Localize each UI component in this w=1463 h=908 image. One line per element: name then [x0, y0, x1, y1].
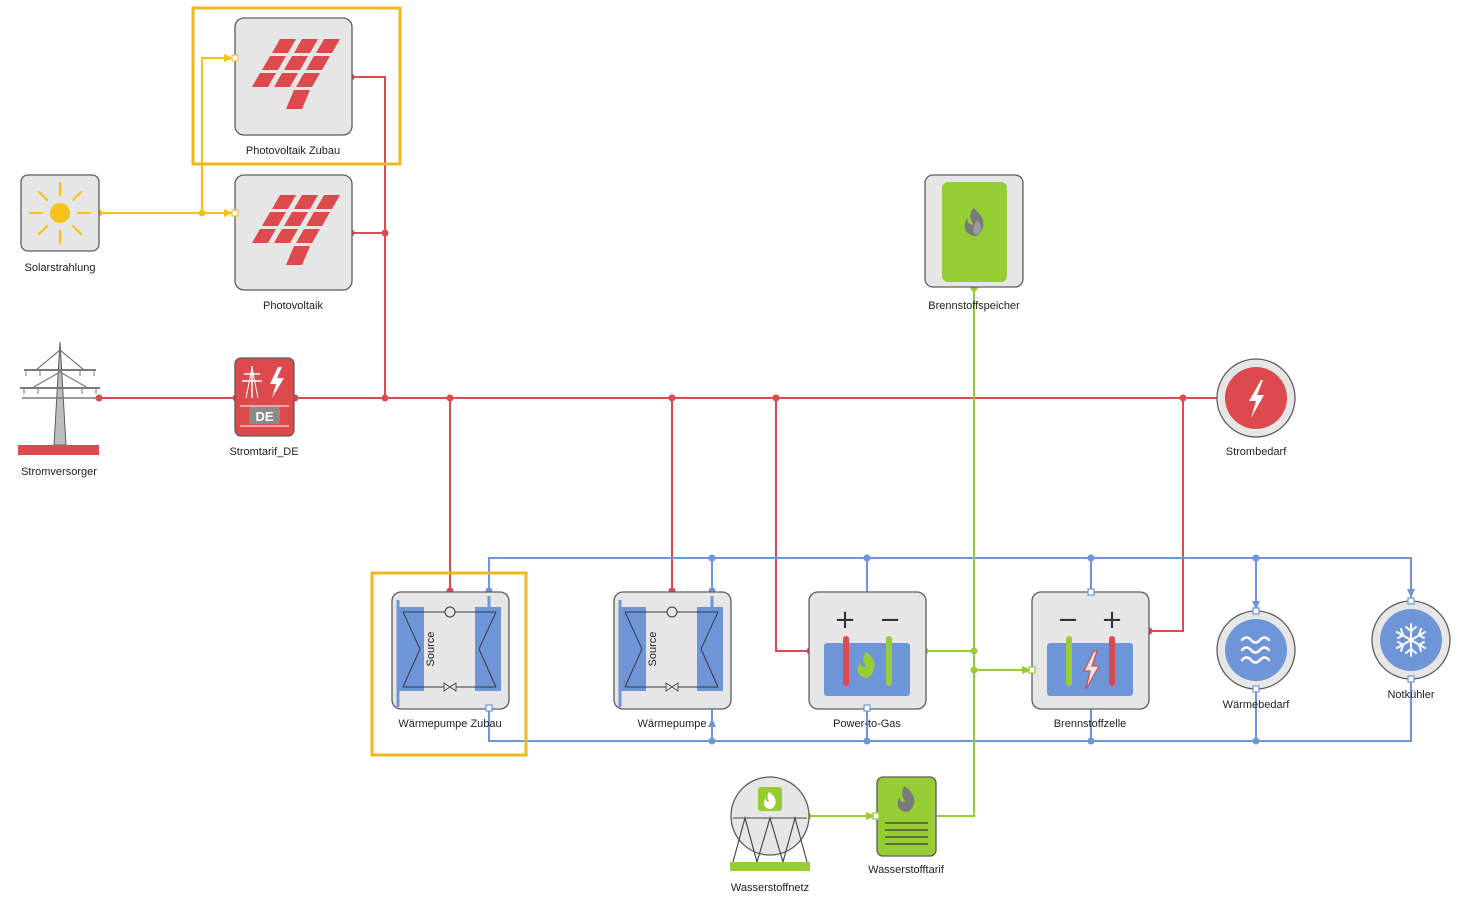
block-label: Wasserstofftarif — [868, 864, 945, 876]
block-fuel-storage[interactable]: Brennstoffspeicher — [924, 174, 1024, 312]
solar-connections — [99, 57, 233, 214]
terminal-minus: − — [879, 605, 901, 635]
block-grid[interactable]: Stromversorger — [18, 341, 100, 478]
solar-panel-icon — [252, 39, 340, 109]
block-label: Photovoltaik Zubau — [246, 145, 340, 157]
block-hp-zubau[interactable]: Source Wärmepumpe Zubau — [391, 591, 510, 730]
block-hp[interactable]: Source Wärmepumpe — [613, 591, 732, 730]
block-heat-demand[interactable]: Wärmebedarf — [1216, 607, 1296, 711]
block-cooler[interactable]: Notkühler — [1371, 597, 1451, 701]
block-solar[interactable]: Solarstrahlung — [20, 174, 100, 274]
block-label: Power-to-Gas — [833, 718, 901, 730]
power-pylon-icon — [18, 341, 100, 455]
gas-sphere-icon — [730, 776, 810, 871]
solar-panel-icon — [252, 195, 340, 265]
wire-pv-zubau-bus[interactable] — [351, 76, 386, 398]
block-fuelcell[interactable]: − + Brennstoffzelle — [1028, 588, 1150, 730]
block-label: Wärmepumpe — [637, 718, 706, 730]
block-h2-grid[interactable]: Wasserstoffnetz — [730, 776, 810, 894]
lightning-icon — [1249, 380, 1264, 418]
block-pv-zubau[interactable]: Photovoltaik Zubau — [231, 17, 353, 157]
wire-bus-p2g[interactable] — [775, 398, 810, 652]
block-tariff[interactable]: DE Stromtarif_DE — [229, 357, 299, 458]
block-pv[interactable]: Photovoltaik — [231, 174, 353, 312]
block-p2g[interactable]: + − Power-to-Gas — [808, 591, 927, 730]
fuel-cell-icon — [1047, 636, 1133, 696]
block-label: Brennstoffspeicher — [928, 300, 1020, 312]
block-label: Wärmepumpe Zubau — [398, 718, 501, 730]
block-label: Stromversorger — [21, 466, 97, 478]
wire-fuelcell-bus[interactable] — [1149, 398, 1184, 632]
heat-arrows — [708, 589, 1415, 727]
block-label: Notkühler — [1387, 689, 1434, 701]
tariff-badge: DE — [255, 409, 273, 424]
terminal-minus: − — [1057, 605, 1079, 635]
tariff-de-icon — [240, 366, 289, 427]
block-demand[interactable]: Strombedarf — [1216, 358, 1296, 458]
block-label: Stromtarif_DE — [229, 446, 298, 458]
heat-waves-icon — [1240, 636, 1271, 664]
block-label: Solarstrahlung — [25, 262, 96, 274]
wire-solar-pv-zubau[interactable] — [201, 57, 233, 213]
block-label: Brennstoffzelle — [1054, 718, 1127, 730]
hydrogen-arrows — [866, 666, 1032, 820]
terminal-plus: + — [1101, 605, 1123, 635]
block-label: Wärmebedarf — [1223, 699, 1291, 711]
flame-icon — [964, 208, 984, 236]
block-label: Strombedarf — [1226, 446, 1287, 458]
heat-pump-icon — [396, 596, 501, 707]
block-label: Wasserstoffnetz — [731, 882, 809, 894]
hydrogen-connections — [808, 288, 1032, 817]
hydrogen-tariff-icon — [885, 786, 928, 845]
wire-heat-return[interactable] — [488, 679, 1412, 742]
selection-highlight-hp-zubau — [370, 571, 528, 757]
block-h2-tariff[interactable]: Wasserstofftarif — [868, 776, 945, 876]
snowflake-icon — [1396, 623, 1426, 657]
heat-pump-icon — [618, 596, 723, 707]
sun-icon — [28, 181, 92, 245]
source-label: Source — [647, 632, 659, 667]
selection-highlight-pv-zubau — [191, 6, 402, 166]
solar-arrows — [224, 54, 233, 217]
block-label: Photovoltaik — [263, 300, 323, 312]
wire-h2-storage[interactable] — [937, 288, 975, 817]
electrolyzer-icon — [824, 636, 910, 696]
source-label: Source — [425, 632, 437, 667]
terminal-plus: + — [834, 605, 856, 635]
